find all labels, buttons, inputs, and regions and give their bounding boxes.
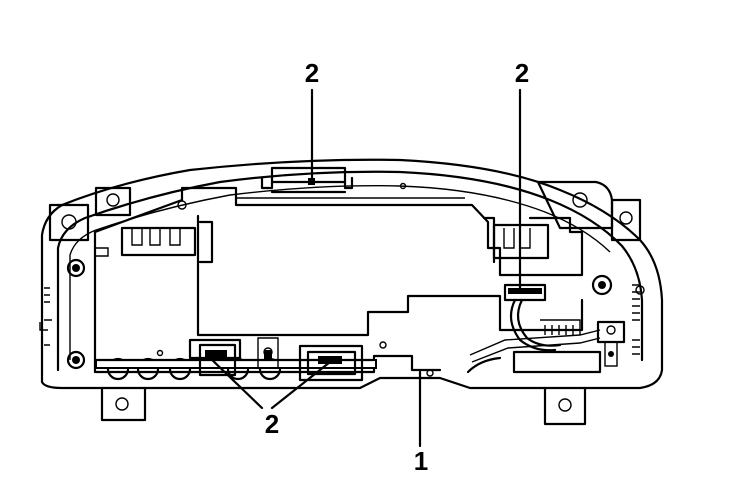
- callout-2-top-center: 2: [305, 58, 319, 88]
- callout-2-bottom-left: 2: [265, 409, 279, 439]
- bottom-left-clip: [188, 337, 279, 377]
- circuit-board: [93, 182, 584, 381]
- left-connector: [95, 220, 214, 264]
- callout-2-top-right: 2: [515, 58, 529, 88]
- right-connector: [482, 216, 550, 264]
- cluster-housing: [39, 158, 664, 426]
- leader-bottom-left-a: [206, 354, 264, 410]
- leader-bottom-left-b: [270, 360, 332, 410]
- leader-lines: [206, 88, 522, 448]
- bottom-center-clip: [298, 344, 364, 382]
- callout-1-bottom-center: 1: [414, 446, 428, 476]
- right-clip-wiring: [466, 283, 626, 374]
